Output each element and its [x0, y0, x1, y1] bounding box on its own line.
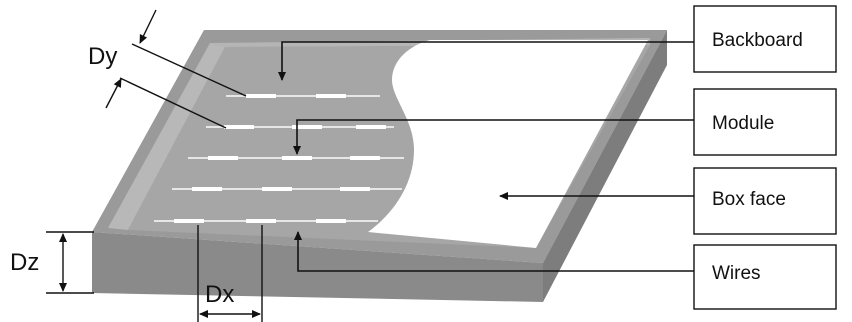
module [316, 94, 346, 98]
wire-row [226, 94, 380, 98]
module [316, 219, 346, 223]
dy-arrow [105, 78, 122, 109]
box-right-wall [543, 30, 667, 302]
module [246, 219, 276, 223]
dy-extension-line [119, 77, 227, 129]
module [208, 156, 238, 160]
dz-label: Dz [10, 249, 39, 276]
dy-extension-line [131, 43, 247, 97]
module [350, 156, 380, 160]
label-boxes: Backboard Module Box face Wires [693, 5, 837, 310]
callouts [278, 41, 694, 272]
wire-row [188, 156, 404, 160]
wire-row [154, 219, 378, 223]
module [292, 125, 322, 129]
dimension-dz [46, 231, 94, 294]
wire-row [206, 125, 394, 129]
wires-label: Wires [712, 263, 761, 284]
box-face-panel [368, 40, 648, 248]
box-face-label: Box face [712, 189, 786, 210]
wires-label-box [693, 244, 837, 310]
module [340, 187, 370, 191]
dx-label: Dx [205, 281, 234, 308]
backboard-callout-arrow [278, 41, 694, 81]
module [174, 219, 204, 223]
module [282, 156, 312, 160]
box [92, 30, 667, 302]
module-callout-arrow [293, 119, 694, 155]
wire-row [172, 187, 402, 191]
dy-label: Dy [88, 43, 117, 70]
backboard-label-box [693, 5, 837, 73]
dy-arrow [139, 9, 157, 44]
box-inner-left-wall [108, 43, 225, 230]
module [224, 125, 254, 129]
wires [154, 94, 404, 223]
dimension-dx [197, 225, 263, 322]
box-front-wall [92, 232, 543, 302]
module-label-box [693, 88, 837, 156]
module [192, 187, 222, 191]
backboard-label: Backboard [712, 30, 803, 51]
dimension-dy [105, 9, 247, 129]
module [356, 125, 386, 129]
box-face-label-box [693, 167, 837, 235]
module [246, 94, 276, 98]
module [262, 187, 292, 191]
wires-callout-arrow [294, 231, 694, 272]
module-label: Module [712, 113, 774, 134]
